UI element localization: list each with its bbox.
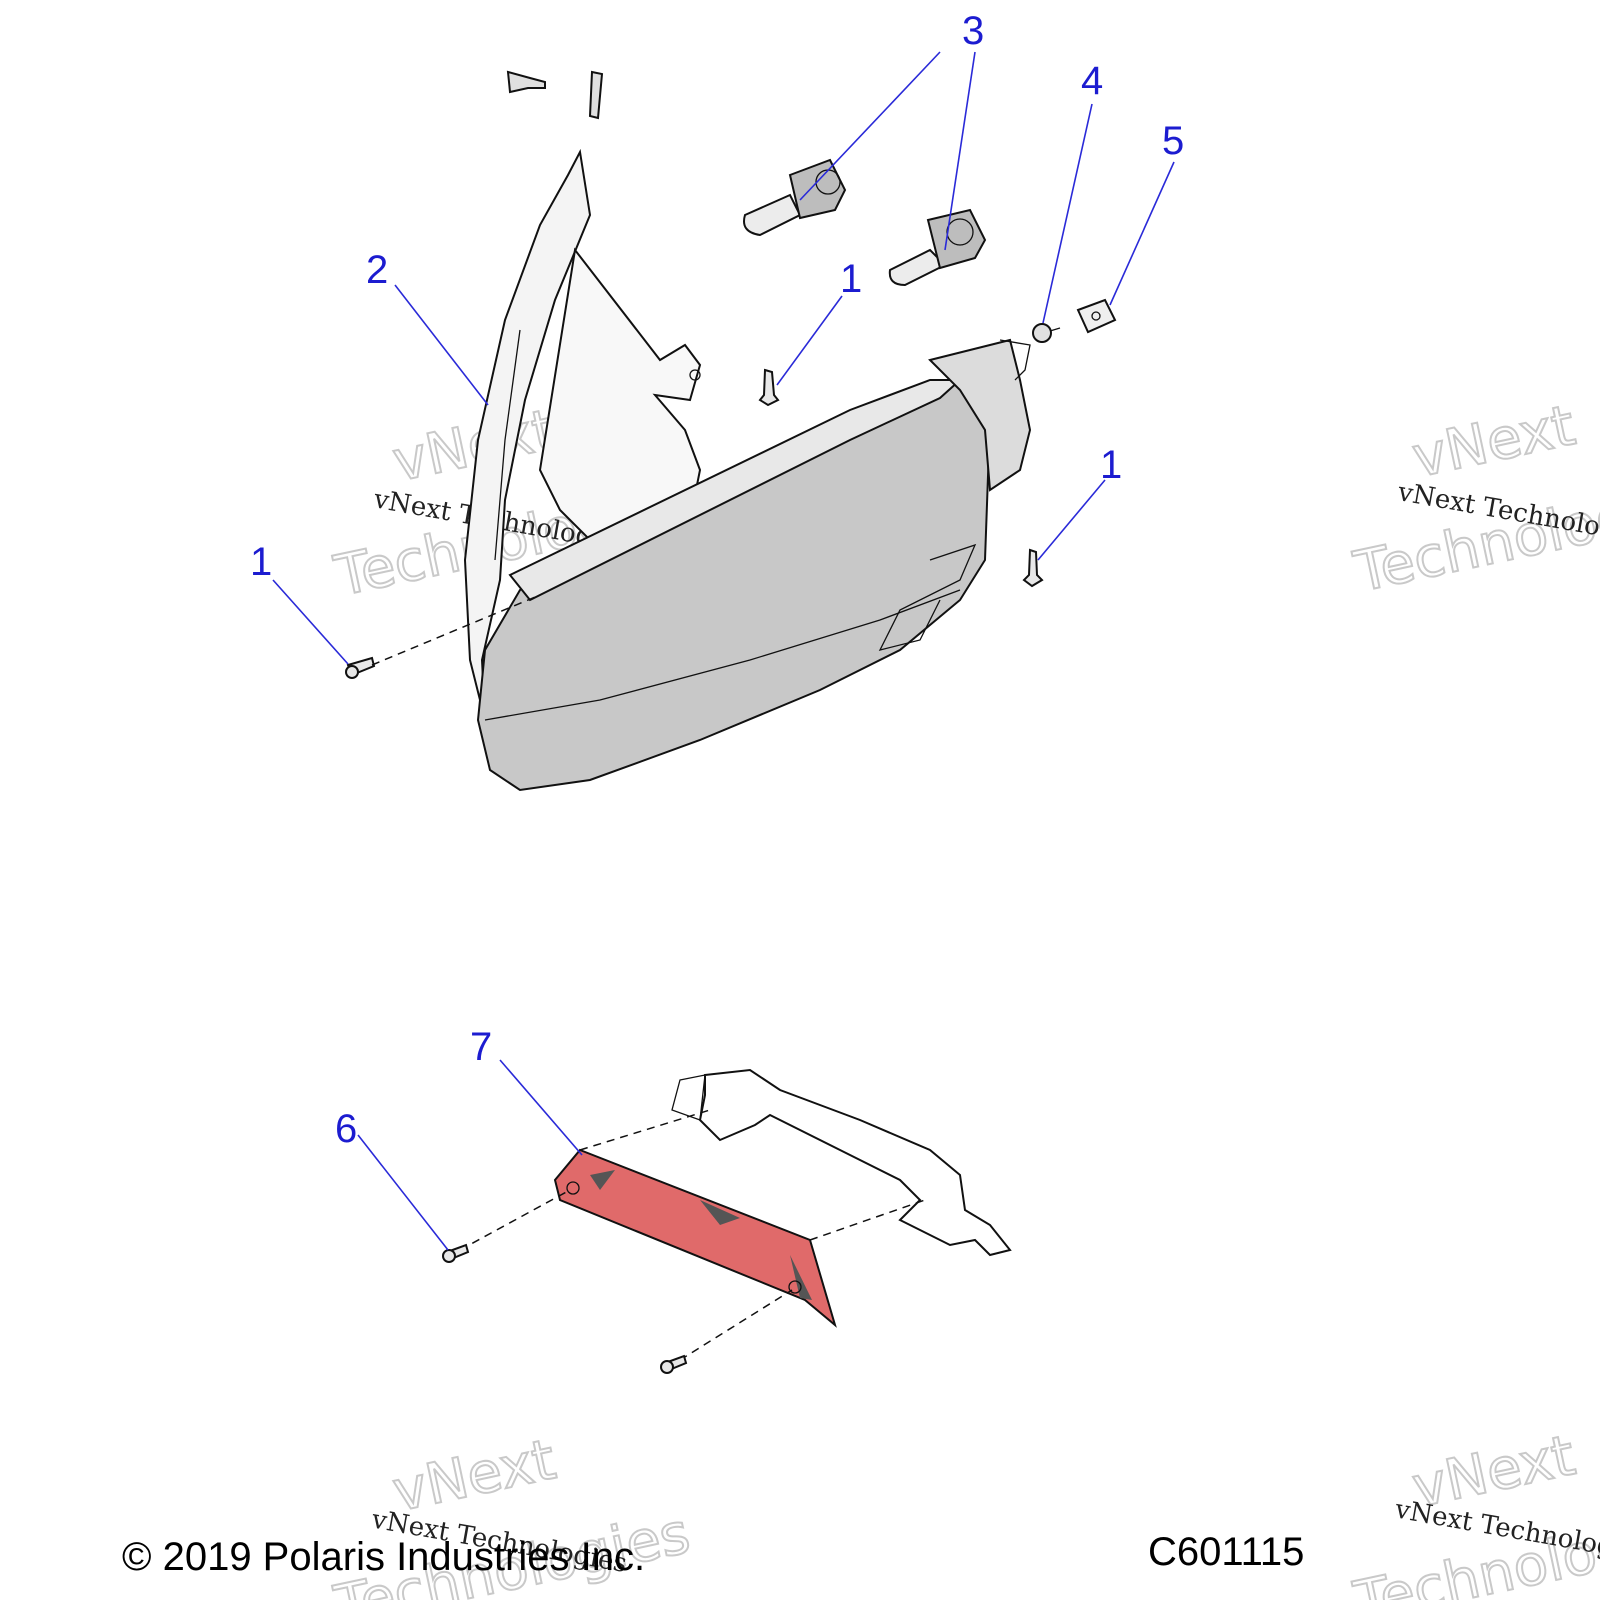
bulb-glass [888, 248, 947, 287]
callout-1: 1 [840, 257, 862, 301]
bulb-right [888, 208, 987, 287]
leader-line [944, 51, 976, 251]
copyright-text: © 2019 Polaris Industries Inc. [122, 1535, 645, 1579]
callout-labels: 3 4 5 2 1 1 1 7 6 [250, 9, 1184, 1151]
headlight-bracket [538, 247, 702, 562]
callout-5: 5 [1162, 119, 1184, 163]
nut-clip [1076, 298, 1117, 334]
assembly-line [809, 1199, 926, 1241]
nut-clip-hole [1091, 311, 1101, 321]
callout-3: 3 [962, 9, 984, 53]
callout-1: 1 [250, 540, 272, 584]
lens-detail [700, 1200, 740, 1225]
assembly-line [579, 1109, 711, 1151]
leader-lines [272, 51, 1175, 1251]
screw-head [442, 1249, 456, 1263]
assembly-line [371, 594, 541, 666]
lens-seam [484, 589, 961, 721]
leader-line [776, 295, 843, 386]
lens-screw-hole [566, 1181, 580, 1195]
leader-line [1109, 161, 1175, 306]
leader-line [799, 51, 941, 201]
screw-head [345, 665, 359, 679]
figure-id: C601115 [1148, 1530, 1304, 1574]
screw-shank [1049, 327, 1061, 332]
callout-6: 6 [335, 1107, 357, 1151]
callout-4: 4 [1081, 59, 1103, 103]
headlight-rear-housing [928, 338, 1032, 492]
rear-tab [999, 339, 1031, 381]
leader-line [357, 1134, 449, 1251]
lens-screw-hole [788, 1280, 802, 1294]
bracket-hole [689, 369, 701, 381]
leader-line [499, 1059, 583, 1156]
assembly-line [459, 1189, 571, 1251]
screw [1022, 548, 1044, 588]
tail-light-mount [698, 1068, 1012, 1257]
headlight-assembly [463, 148, 1032, 792]
assembly-line [679, 1289, 793, 1361]
leader-line [1042, 103, 1093, 324]
callout-1: 1 [1100, 443, 1122, 487]
leader-line [394, 284, 489, 406]
callout-2: 2 [366, 248, 388, 292]
mount-edge [671, 1074, 706, 1121]
headlight-top-flange [508, 379, 963, 602]
callout-7: 7 [470, 1025, 492, 1069]
bulb-glass [743, 193, 802, 237]
bezel-edge-line [494, 329, 521, 561]
clip-pin [588, 70, 604, 120]
watermark-bottom-right: vNext Technologies vNext Technologies [1348, 1422, 1600, 1600]
lens-detail [590, 1170, 615, 1190]
lower-bracket [878, 543, 977, 651]
leader-line [272, 579, 349, 665]
bulb-left [743, 158, 847, 237]
screw-head [660, 1360, 674, 1374]
screw [758, 368, 780, 407]
watermark-big-text: vNext [1407, 393, 1581, 491]
tail-light-assembly [459, 1068, 1012, 1361]
leader-line [1037, 479, 1106, 561]
hardware-top [506, 70, 604, 120]
push-rivet [506, 70, 546, 94]
screw [1032, 323, 1052, 343]
watermark-top-right: vNext Technologies vNext Technologies [1348, 392, 1600, 606]
lens-detail [790, 1255, 812, 1300]
watermark-big-text: vNext [387, 1427, 561, 1525]
